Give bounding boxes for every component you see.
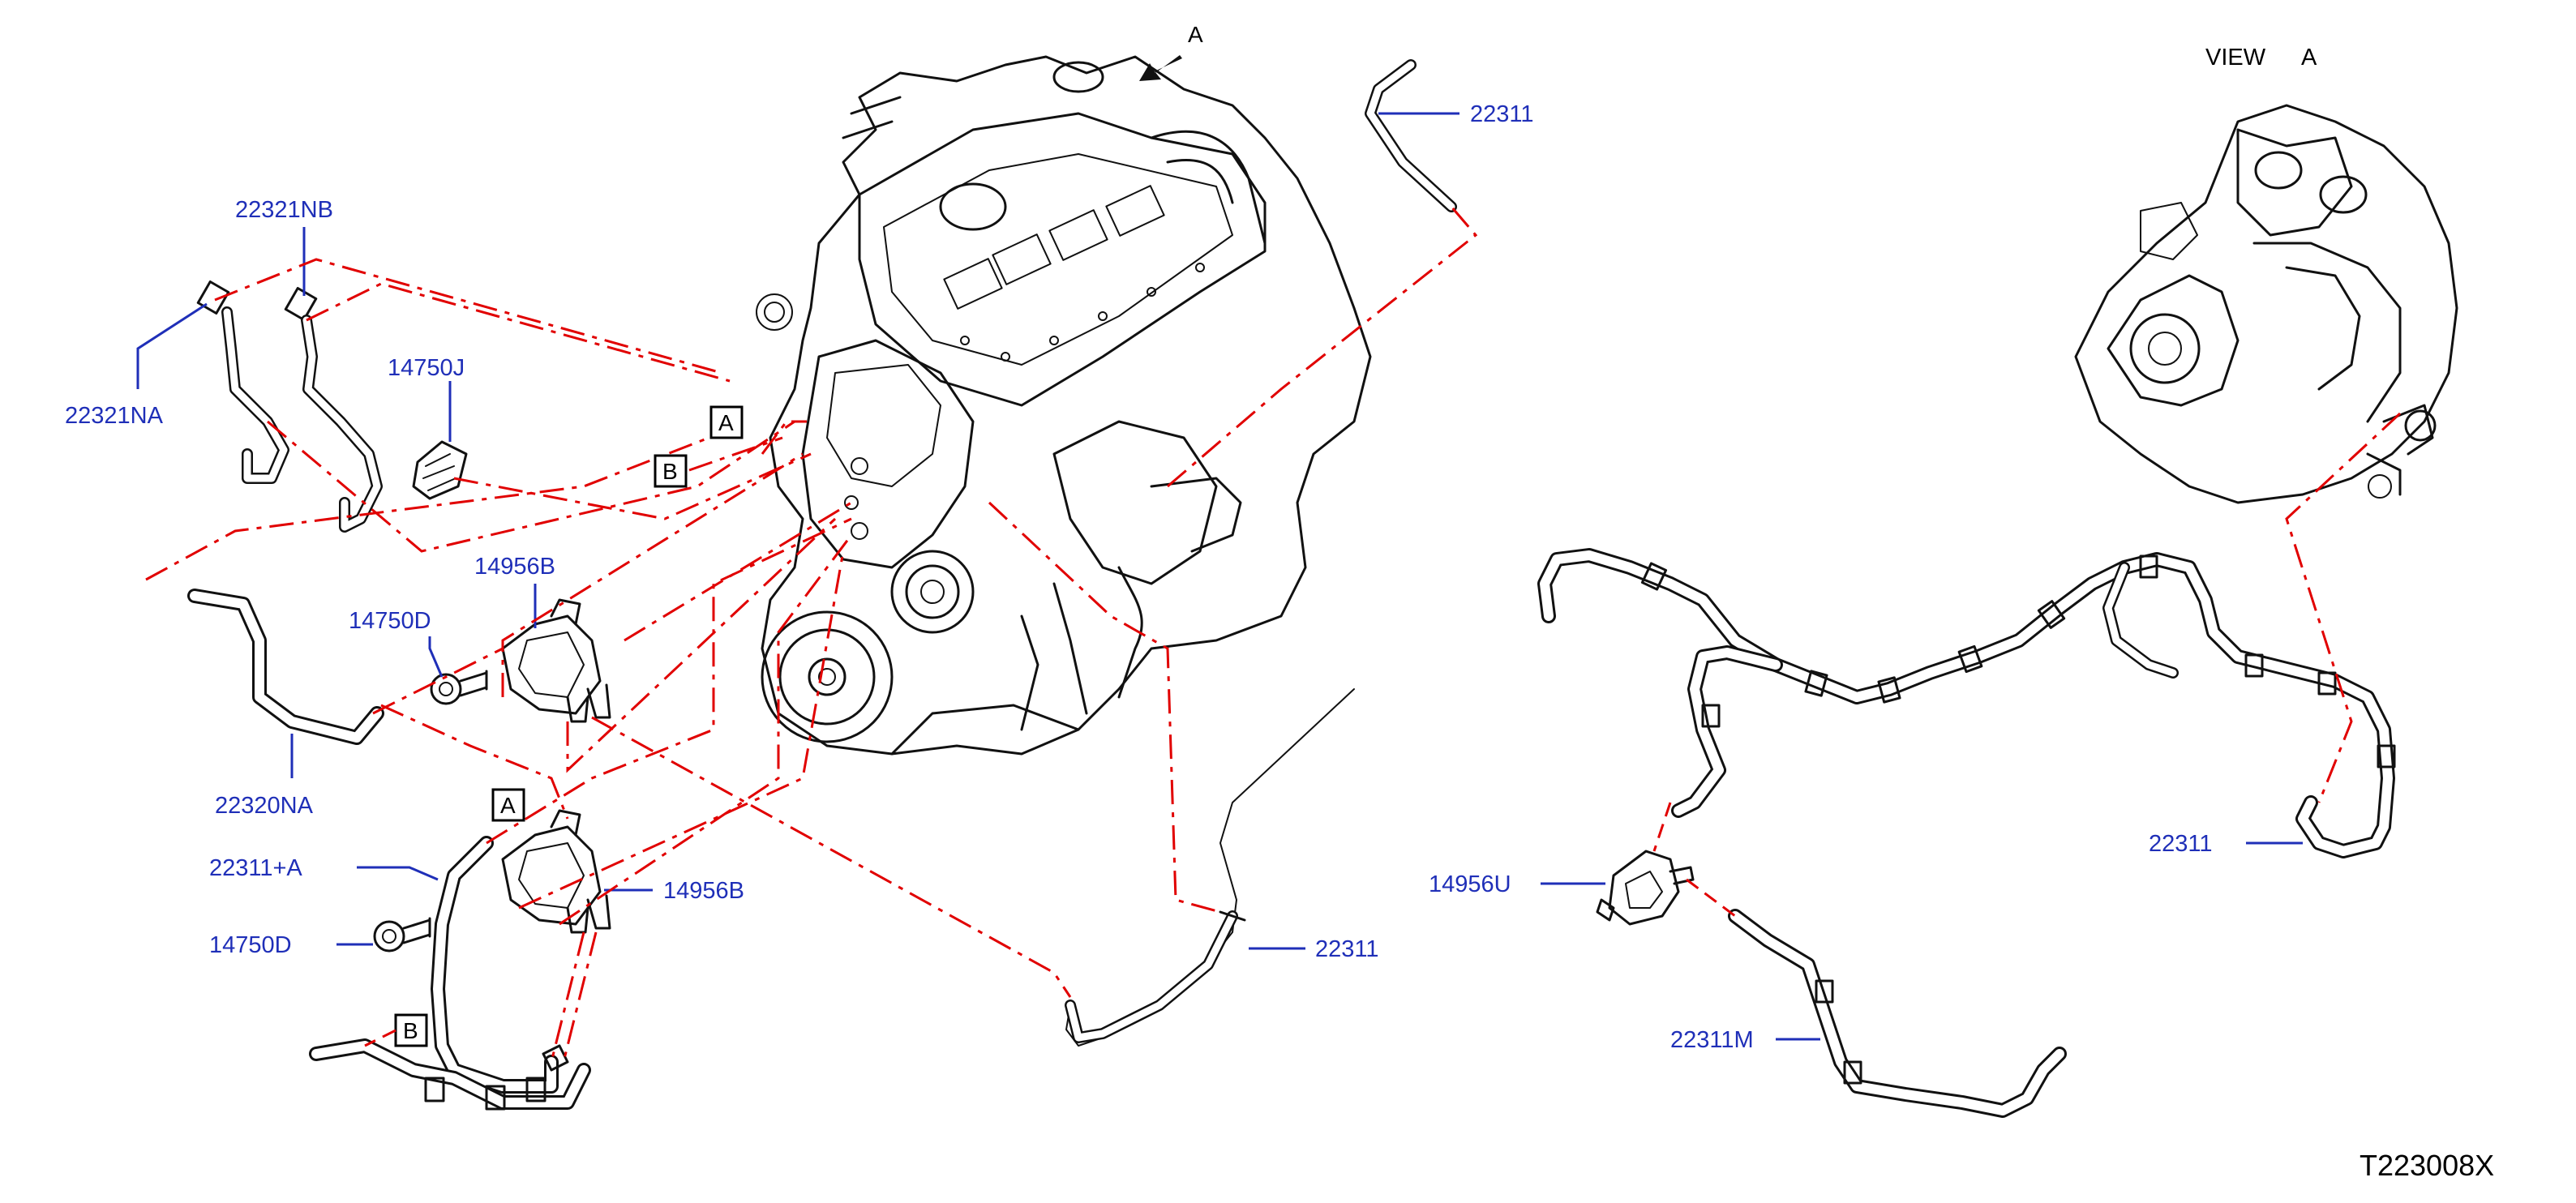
label-14956B-lower: 14956B: [663, 878, 744, 904]
view-title: VIEW: [2205, 45, 2266, 71]
clip-14750J: [412, 440, 468, 500]
ref-box-b-lower: B: [394, 1013, 428, 1047]
diagram-id: T223008X: [2360, 1149, 2494, 1182]
view-a-engine: [2074, 104, 2458, 504]
view-arrow-a: A: [1139, 22, 1203, 81]
hose-22311-top: [1365, 59, 1457, 212]
svg-text:B: B: [662, 459, 678, 484]
hose-22320NA: [187, 589, 384, 745]
hose-22311M: [1728, 909, 2067, 1118]
label-22311M: 22311M: [1670, 1027, 1754, 1053]
connection-lines: [145, 206, 2402, 1063]
svg-text:A: A: [718, 410, 734, 435]
harness-22321NA: [196, 280, 289, 484]
solenoid-14956B-upper: [501, 598, 611, 723]
label-14750J: 14750J: [388, 355, 465, 381]
label-22311-top: 22311: [1470, 101, 1534, 127]
bolt-14750D-lower: [373, 917, 431, 953]
view-title-letter: A: [2301, 45, 2317, 71]
label-22311-right: 22311: [2149, 831, 2213, 857]
hose-22311A-assembly: [309, 836, 591, 1111]
label-14956U: 14956U: [1429, 871, 1511, 897]
label-14750D-upper: 14750D: [349, 608, 431, 634]
harness-22321NB: [284, 287, 383, 533]
label-22321NB: 22321NB: [235, 197, 333, 223]
ref-box-b-lower-link: [364, 1029, 396, 1047]
engine-assembly: [756, 55, 1372, 756]
bolt-14750D-upper: [430, 670, 488, 705]
leader-22311A: [357, 866, 439, 881]
label-22321NA: 22321NA: [65, 403, 164, 429]
ref-box-a-lower: A: [491, 788, 525, 822]
label-22311A: 22311+A: [209, 855, 302, 881]
label-22320NA: 22320NA: [215, 793, 314, 819]
leader-14750D-upper: [428, 636, 444, 678]
label-14750D-lower: 14750D: [209, 932, 292, 958]
svg-text:A: A: [500, 793, 516, 818]
ref-box-b-upper: B: [654, 454, 688, 488]
solenoid-14956B-lower: [501, 809, 611, 934]
ref-box-a-upper: A: [709, 405, 744, 439]
label-14956B-upper: 14956B: [474, 554, 555, 580]
view-arrow-letter: A: [1188, 22, 1203, 47]
solenoid-14956U: [1596, 850, 1695, 926]
leader-22321NA: [136, 302, 208, 389]
hose-22311-mid: [1065, 688, 1355, 1047]
label-22311-mid: 22311: [1315, 936, 1379, 962]
hose-assembly-right: [1537, 548, 2396, 858]
svg-text:B: B: [403, 1018, 418, 1043]
